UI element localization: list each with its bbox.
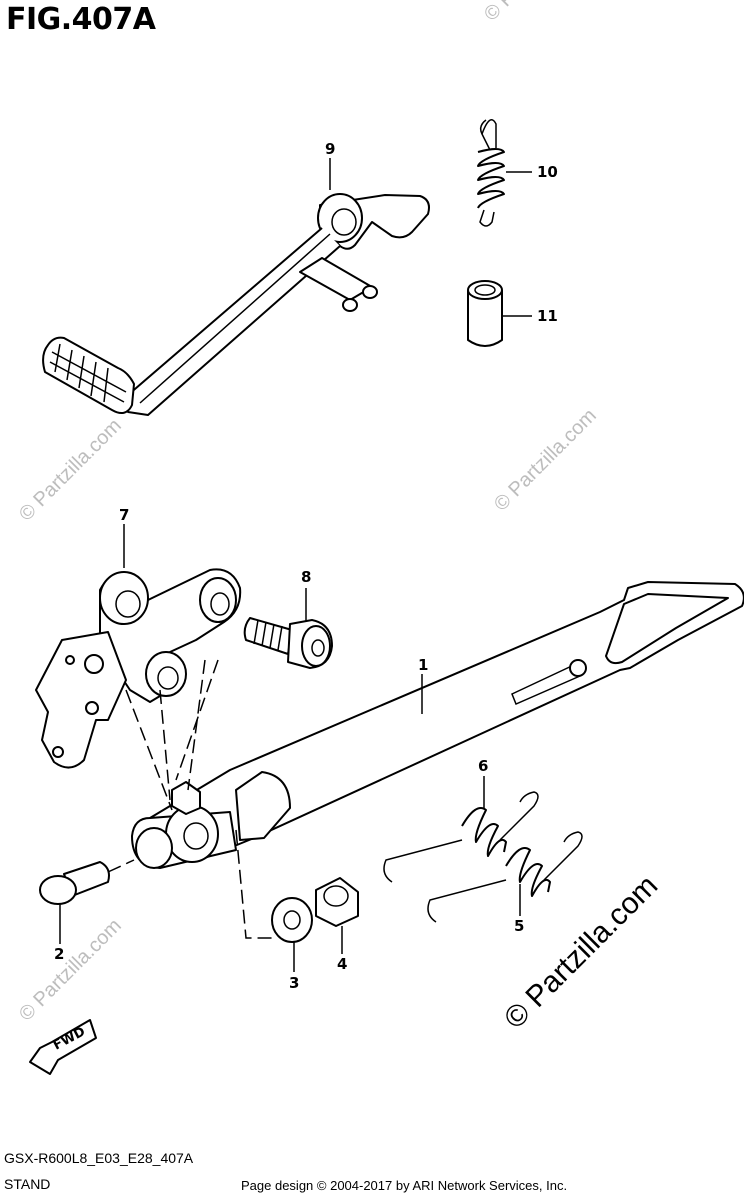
bolt-part-8[interactable] bbox=[243, 617, 333, 669]
bushing-part-11[interactable] bbox=[467, 280, 532, 347]
callout-8: 8 bbox=[301, 568, 312, 586]
assembly-line bbox=[175, 659, 219, 781]
washer-part-3[interactable] bbox=[271, 897, 313, 972]
assembly-line bbox=[187, 659, 206, 791]
bracket-part-7[interactable] bbox=[35, 568, 242, 769]
copyright-notice: Page design © 2004-2017 by ARI Network S… bbox=[241, 1178, 568, 1193]
spring-part-10[interactable] bbox=[477, 119, 532, 227]
diagram-code: GSX-R600L8_E03_E28_407A bbox=[4, 1150, 194, 1166]
spring-part-5[interactable] bbox=[427, 831, 583, 923]
figure-title: FIG.407A bbox=[6, 2, 156, 37]
callout-4: 4 bbox=[337, 955, 348, 973]
callout-3: 3 bbox=[289, 974, 300, 992]
callout-1: 1 bbox=[418, 656, 429, 674]
assembly-line bbox=[235, 829, 276, 939]
assembly-line bbox=[125, 689, 173, 811]
callout-2: 2 bbox=[54, 945, 65, 963]
pivot-bolt-part-2[interactable] bbox=[39, 861, 110, 944]
spring-part-6[interactable] bbox=[383, 776, 539, 883]
brake-pedal-part-9[interactable] bbox=[42, 193, 430, 416]
assembly-line bbox=[159, 689, 171, 801]
callout-6: 6 bbox=[478, 757, 489, 775]
assembly-line bbox=[107, 859, 135, 873]
callout-11: 11 bbox=[537, 307, 558, 325]
callout-5: 5 bbox=[514, 917, 525, 935]
callout-7: 7 bbox=[119, 506, 130, 524]
callout-9: 9 bbox=[325, 140, 336, 158]
side-stand-part-1[interactable] bbox=[131, 581, 744, 869]
fwd-arrow-icon: FWD bbox=[29, 1019, 97, 1075]
nut-part-4[interactable] bbox=[315, 877, 359, 954]
callout-10: 10 bbox=[537, 163, 558, 181]
diagram-name: STAND bbox=[4, 1176, 51, 1192]
